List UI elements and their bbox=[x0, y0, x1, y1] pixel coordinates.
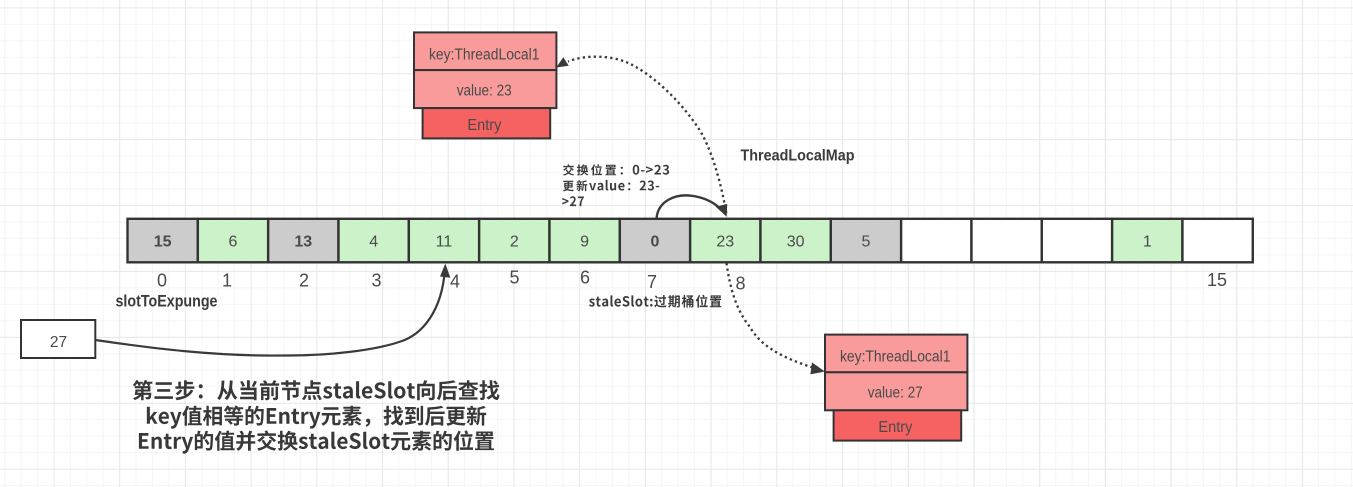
svg-text:slotToExpunge: slotToExpunge bbox=[116, 293, 218, 311]
svg-text:15: 15 bbox=[154, 234, 172, 251]
svg-text:30: 30 bbox=[787, 234, 805, 251]
svg-text:23: 23 bbox=[716, 234, 734, 251]
svg-text:key:ThreadLocal1: key:ThreadLocal1 bbox=[429, 47, 540, 64]
svg-text:3: 3 bbox=[371, 271, 381, 291]
svg-text:4: 4 bbox=[369, 234, 378, 251]
svg-text:11: 11 bbox=[436, 234, 453, 251]
svg-text:0: 0 bbox=[157, 271, 167, 291]
svg-text:27: 27 bbox=[50, 334, 67, 351]
svg-text:15: 15 bbox=[1207, 270, 1227, 290]
svg-text:0: 0 bbox=[651, 234, 660, 251]
svg-text:7: 7 bbox=[647, 272, 657, 292]
svg-text:6: 6 bbox=[229, 234, 238, 251]
svg-text:8: 8 bbox=[735, 274, 745, 294]
svg-text:1: 1 bbox=[222, 271, 232, 291]
svg-text:key:ThreadLocal1: key:ThreadLocal1 bbox=[840, 349, 951, 366]
svg-text:Entry: Entry bbox=[467, 117, 501, 134]
svg-text:1: 1 bbox=[1143, 234, 1152, 251]
svg-text:ThreadLocalMap: ThreadLocalMap bbox=[741, 147, 855, 164]
svg-text:9: 9 bbox=[580, 234, 589, 251]
svg-text:2: 2 bbox=[299, 271, 309, 291]
svg-text:5: 5 bbox=[862, 234, 871, 251]
svg-text:5: 5 bbox=[509, 268, 519, 288]
svg-text:Entry: Entry bbox=[878, 419, 912, 436]
svg-text:value: 27: value: 27 bbox=[868, 385, 923, 402]
svg-text:6: 6 bbox=[580, 268, 590, 288]
svg-text:4: 4 bbox=[450, 272, 460, 292]
svg-text:2: 2 bbox=[510, 234, 519, 251]
svg-text:value: 23: value: 23 bbox=[457, 82, 512, 99]
svg-text:13: 13 bbox=[294, 234, 312, 251]
